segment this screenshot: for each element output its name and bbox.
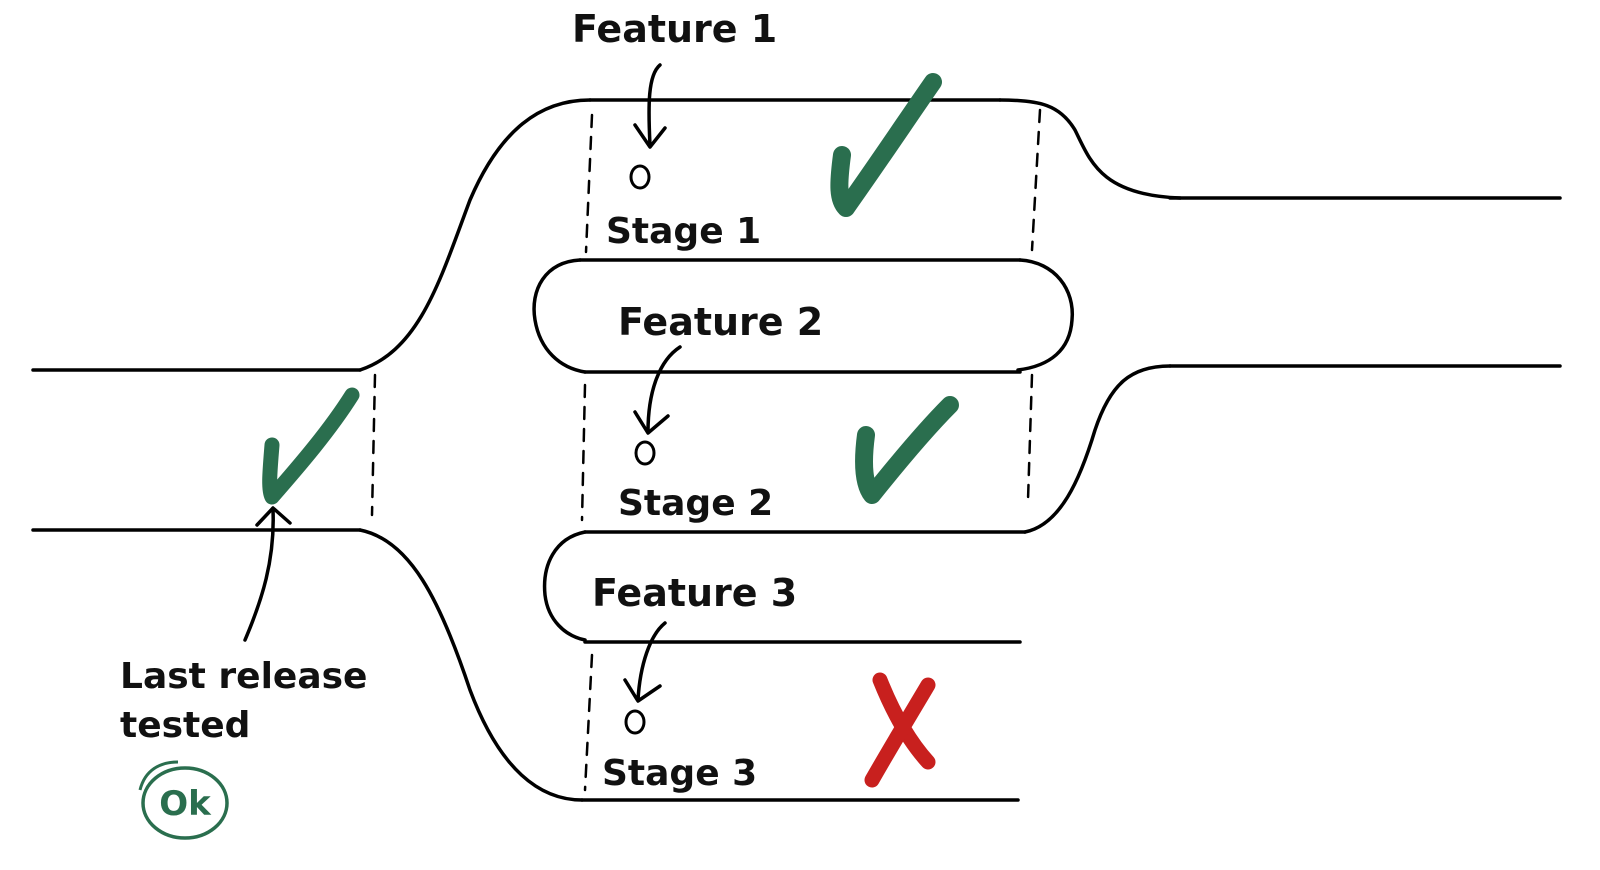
last-release-label-line-1: Last release [120, 656, 367, 697]
split-curves [358, 98, 592, 802]
commit-point-3 [624, 709, 646, 735]
stage-3-x-icon [864, 672, 936, 788]
feature-3-label: Feature 3 [592, 571, 797, 615]
stage-1-label: Stage 1 [606, 211, 761, 252]
merge-curves [998, 98, 1182, 534]
commit-point-1 [629, 164, 651, 190]
stage-1-check-icon [830, 73, 942, 217]
ok-badge: Ok [138, 760, 229, 840]
stage-1-lane [578, 98, 1042, 262]
feature-1-arrow [633, 63, 667, 149]
stage-2-label: Stage 2 [618, 483, 773, 524]
commit-point-2 [634, 440, 656, 466]
last-release-arrow [243, 506, 292, 642]
feature-3-connector [542, 530, 587, 642]
feature-2-connector [532, 258, 1074, 374]
trunk-check-icon [262, 387, 360, 505]
feature-2-label: Feature 2 [618, 300, 823, 344]
stage-3-lane [580, 640, 1022, 802]
main-trunk [31, 368, 377, 532]
feature-1-label: Feature 1 [572, 7, 777, 51]
last-release-label-line-2: tested [120, 705, 250, 746]
stage-3-label: Stage 3 [602, 753, 757, 794]
feature-2-arrow [633, 345, 682, 435]
output-trunk [1168, 196, 1562, 368]
stage-2-check-icon [855, 396, 959, 504]
feature-3-arrow [623, 621, 667, 703]
ok-badge-label: Ok [159, 784, 212, 824]
